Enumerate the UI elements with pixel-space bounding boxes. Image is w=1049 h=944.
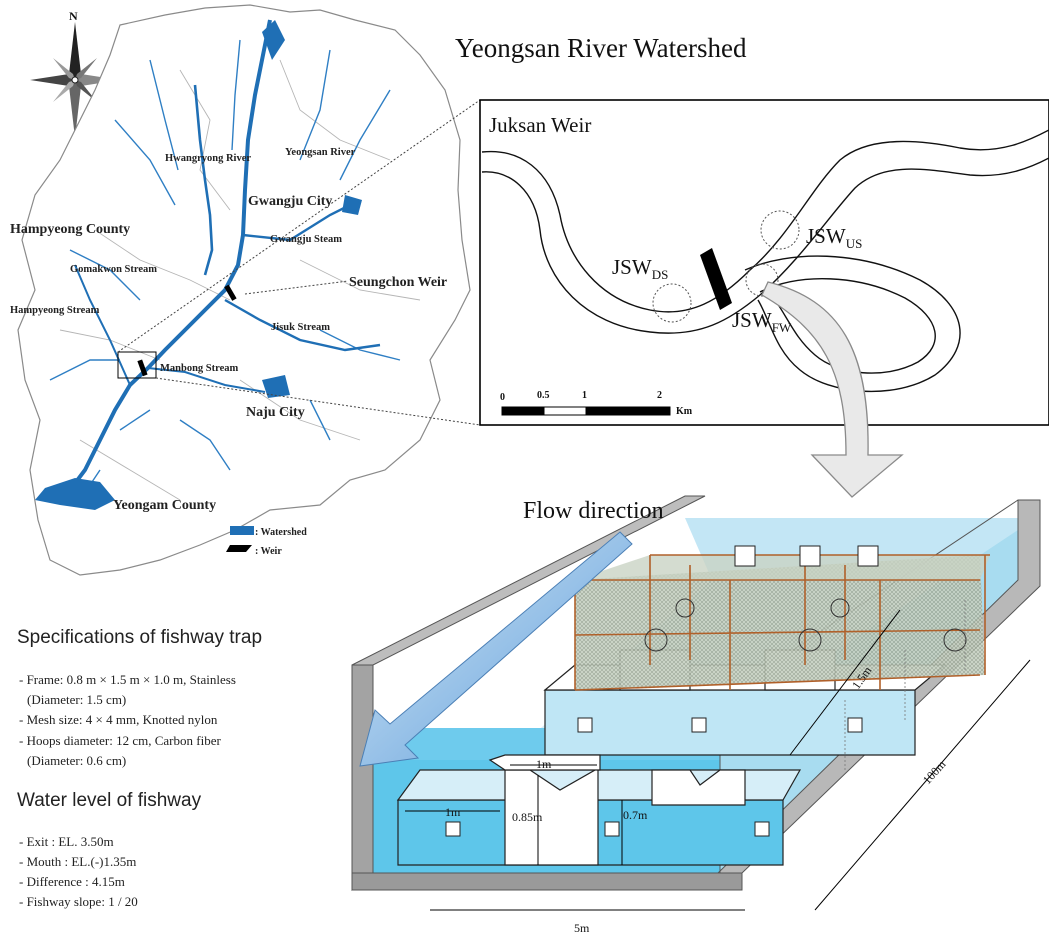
watershed-map	[17, 4, 471, 576]
site-us-label: JSWUS	[806, 224, 862, 251]
flow-direction-label: Flow direction	[523, 498, 664, 524]
label-manbong-stream: Manbong Stream	[160, 363, 239, 374]
fishway-trap-cages	[574, 554, 990, 691]
label-hampyeong-stream: Hampyeong Stream	[10, 305, 100, 316]
site-ds-circle	[652, 283, 692, 323]
seungchon-leader-line	[244, 280, 349, 295]
water-level-line-1: - Exit : EL. 3.50m	[19, 834, 114, 849]
fishway-diagram: 1m 1m 0.85m 0.7m 1.5m 100m 5m Flow direc…	[351, 495, 1041, 935]
fishway-front-base	[351, 872, 743, 891]
spec-line-2: (Diameter: 1.5 cm)	[27, 692, 126, 707]
juksan-weir-inset: Juksan Weir JSWDS JSWUS JSWFW 0 0.5 1 2 …	[479, 99, 1049, 426]
callout-arrow	[761, 281, 904, 498]
label-hwangryong-river: Hwangryong River	[165, 153, 251, 164]
dim-1m-left: 1m	[445, 805, 461, 819]
legend-weir-swatch	[226, 545, 252, 552]
water-level-block: Water level of fishway - Exit : EL. 3.50…	[17, 790, 202, 909]
label-naju-city: Naju City	[246, 405, 305, 420]
water-level-line-2: - Mouth : EL.(-)1.35m	[19, 854, 136, 869]
legend-watershed-label: : Watershed	[255, 527, 307, 538]
label-seungchon-weir: Seungchon Weir	[349, 275, 447, 290]
dimension-lines	[405, 609, 1031, 911]
legend-weir-label: : Weir	[255, 546, 282, 557]
main-title: Yeongsan River Watershed	[455, 33, 747, 63]
juksan-weir-inset-box	[117, 351, 157, 379]
label-yeongsan-river: Yeongsan River	[285, 147, 356, 158]
site-us-circle	[760, 210, 800, 250]
site-fw-label: JSWFW	[732, 308, 792, 335]
water-level-line-4: - Fishway slope: 1 / 20	[19, 894, 138, 909]
scale-tick-0: 0	[500, 392, 505, 403]
connector-line-bottom	[155, 377, 481, 426]
baffle-row-front	[396, 754, 802, 866]
scale-unit: Km	[676, 406, 693, 417]
juksan-weir-marker	[137, 359, 148, 377]
dim-07m: 0.7m	[623, 808, 648, 822]
river-oxbow	[744, 255, 961, 393]
specs-heading: Specifications of fishway trap	[17, 627, 262, 648]
dim-085m: 0.85m	[512, 810, 543, 824]
label-yeongam-county: Yeongam County	[113, 498, 216, 513]
juksan-weir-bar	[700, 248, 732, 310]
seungchon-weir-marker	[224, 284, 237, 301]
scale-bar: 0 0.5 1 2 Km	[500, 390, 693, 417]
water-level-heading: Water level of fishway	[17, 790, 202, 811]
compass-rose-icon	[30, 22, 120, 138]
connector-line-top	[117, 99, 481, 353]
map-legend: : Watershed : Weir	[226, 526, 307, 557]
spec-line-4: - Hoops diameter: 12 cm, Carbon fiber	[19, 733, 221, 748]
water-level-line-3: - Difference : 4.15m	[19, 874, 125, 889]
scale-tick-05: 0.5	[537, 390, 550, 401]
dim-1m-top: 1m	[536, 757, 552, 771]
dim-5m: 5m	[574, 921, 590, 935]
label-gwangju-city: Gwangju City	[248, 194, 332, 209]
label-jisuk-stream: Jisuk Stream	[271, 322, 330, 333]
dim-100m: 100m	[920, 757, 949, 787]
flow-direction-arrow	[359, 531, 633, 767]
specs-block: Specifications of fishway trap - Frame: …	[17, 627, 262, 768]
inset-title: Juksan Weir	[489, 113, 591, 137]
legend-watershed-swatch	[230, 526, 254, 535]
label-gomakwon-stream: Gomakwon Stream	[70, 264, 157, 275]
scale-tick-2: 2	[657, 390, 662, 401]
label-gwangju-stream: Gwangju Steam	[270, 234, 342, 245]
river-channel-inner	[481, 157, 1049, 334]
site-fw-circle	[745, 263, 779, 297]
fishway-left-wall	[351, 664, 374, 892]
spec-line-3: - Mesh size: 4 × 4 mm, Knotted nylon	[19, 712, 218, 727]
spec-line-1: - Frame: 0.8 m × 1.5 m × 1.0 m, Stainles…	[19, 672, 236, 687]
label-hampyeong-county: Hampyeong County	[10, 222, 130, 237]
site-ds-label: JSWDS	[612, 255, 668, 282]
north-label: N	[69, 9, 78, 23]
spec-line-5: (Diameter: 0.6 cm)	[27, 753, 126, 768]
scale-tick-1: 1	[582, 390, 587, 401]
